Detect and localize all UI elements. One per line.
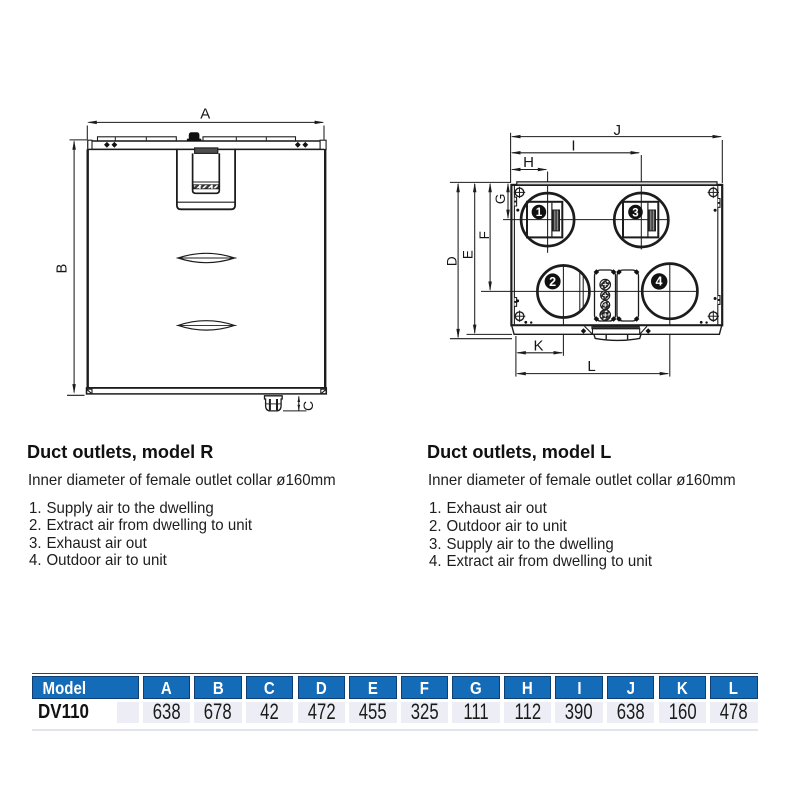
svg-text:H: H [523,154,534,171]
svg-text:4: 4 [656,275,663,289]
svg-text:F: F [477,231,492,239]
svg-text:J: J [614,122,622,139]
svg-text:K: K [533,337,543,354]
svg-text:E: E [461,250,476,259]
svg-text:L: L [587,358,595,375]
svg-text:1: 1 [536,207,543,219]
svg-text:B: B [54,264,70,274]
svg-text:A: A [200,105,210,122]
svg-text:2: 2 [549,275,556,289]
svg-text:C: C [300,401,316,411]
svg-text:G: G [493,194,508,205]
svg-text:3: 3 [632,207,638,219]
svg-text:I: I [571,138,575,155]
svg-text:D: D [444,256,459,266]
